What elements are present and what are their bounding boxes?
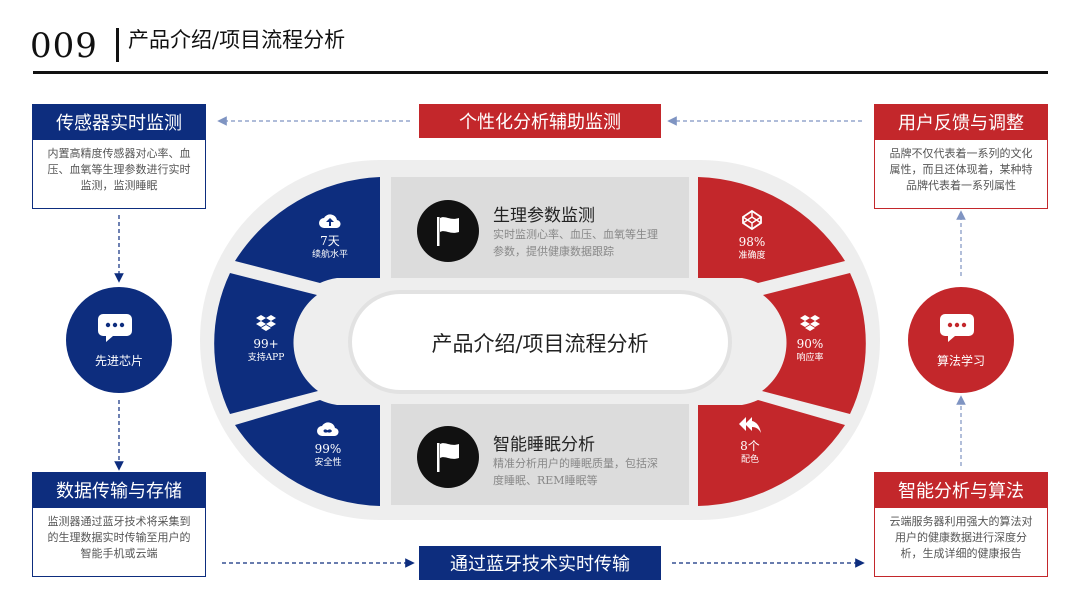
right-seg-2-label: 响应率 [796, 353, 824, 363]
right-seg-3-value: 8个 [740, 439, 760, 453]
left-seg-1: 7天 续航水平 [290, 212, 370, 262]
right-segment-bottom [698, 400, 845, 506]
flag-icon [437, 217, 459, 246]
sensor-monitor-text: 内置高精度传感器对心率、血压、血氧等生理参数进行实时监测，监测睡眠 [32, 140, 206, 209]
panel-top-text: 实时监测心率、血压、血氧等生理参数，提供健康数据跟踪 [493, 228, 658, 258]
flag-circle-bottom [417, 426, 479, 488]
infinity-cloud-icon [317, 422, 339, 437]
data-transfer-header: 数据传输与存储 [32, 472, 206, 508]
right-seg-1: 98% 准确度 [712, 209, 792, 263]
top-center-header: 个性化分析辅助监测 [419, 104, 661, 138]
left-segment-top [235, 177, 380, 283]
cloud-upload-icon [319, 214, 341, 229]
right-seg-3-label: 配色 [740, 455, 759, 465]
chip-circle: 先进芯片 [66, 287, 172, 393]
user-feedback-header: 用户反馈与调整 [874, 104, 1048, 140]
panel-top-title: 生理参数监测 [493, 206, 595, 226]
left-seg-1-label: 续航水平 [311, 250, 348, 260]
left-seg-2-value: 99+ [253, 337, 279, 351]
central-stadium [200, 160, 880, 520]
right-seg-3: 8个 配色 [710, 415, 790, 467]
page-title: 产品介绍/项目流程分析 [128, 28, 346, 52]
title-divider [116, 28, 119, 62]
right-seg-2: 90% 响应率 [770, 313, 850, 365]
codepen-icon [742, 209, 762, 231]
inner-stadium [348, 290, 732, 394]
chip-circle-label: 先进芯片 [94, 353, 143, 368]
left-seg-2-label: 支持APP [247, 353, 285, 363]
left-seg-3: 99% 安全性 [288, 420, 368, 470]
left-seg-3-label: 安全性 [314, 458, 342, 468]
panel-bottom-title: 智能睡眠分析 [493, 435, 595, 455]
left-seg-1-value: 7天 [320, 234, 340, 248]
dropbox-icon [256, 315, 276, 331]
smart-analysis-header: 智能分析与算法 [874, 472, 1048, 508]
left-seg-3-value: 99% [314, 442, 342, 456]
chat-bubble-icon [940, 313, 974, 342]
right-segment-top [698, 177, 845, 283]
bottom-center-header: 通过蓝牙技术实时传输 [419, 546, 661, 580]
left-segment-bottom [235, 400, 380, 506]
dropbox-icon [800, 315, 820, 331]
right-seg-1-value: 98% [738, 235, 766, 249]
right-seg-1-label: 准确度 [738, 251, 766, 261]
header-rule [33, 71, 1048, 74]
left-seg-2: 99+ 支持APP [226, 313, 306, 365]
sensor-monitor-header: 传感器实时监测 [32, 104, 206, 140]
right-segment-mid [762, 273, 866, 414]
page-number: 009 [30, 26, 98, 66]
flag-circle-top [417, 200, 479, 262]
smart-analysis-text: 云端服务器利用强大的算法对用户的健康数据进行深度分析，生成详细的健康报告 [874, 508, 1048, 577]
chat-bubble-icon [98, 313, 132, 342]
left-segment-mid [214, 273, 318, 414]
algorithm-circle: 算法学习 [908, 287, 1014, 393]
reply-all-icon [739, 417, 761, 433]
data-transfer-text: 监测器通过蓝牙技术将采集到的生理数据实时传输至用户的智能手机或云端 [32, 508, 206, 577]
center-title: 产品介绍/项目流程分析 [431, 332, 649, 356]
user-feedback-text: 品牌不仅代表着一系列的文化属性，而且还体现着，某种特品牌代表着一系列属性 [874, 140, 1048, 209]
algorithm-circle-label: 算法学习 [936, 353, 985, 368]
panel-bottom-text: 精准分析用户的睡眠质量，包括深度睡眠、REM睡眠等 [493, 457, 658, 487]
right-seg-2-value: 90% [796, 337, 824, 351]
flag-icon [437, 443, 459, 472]
